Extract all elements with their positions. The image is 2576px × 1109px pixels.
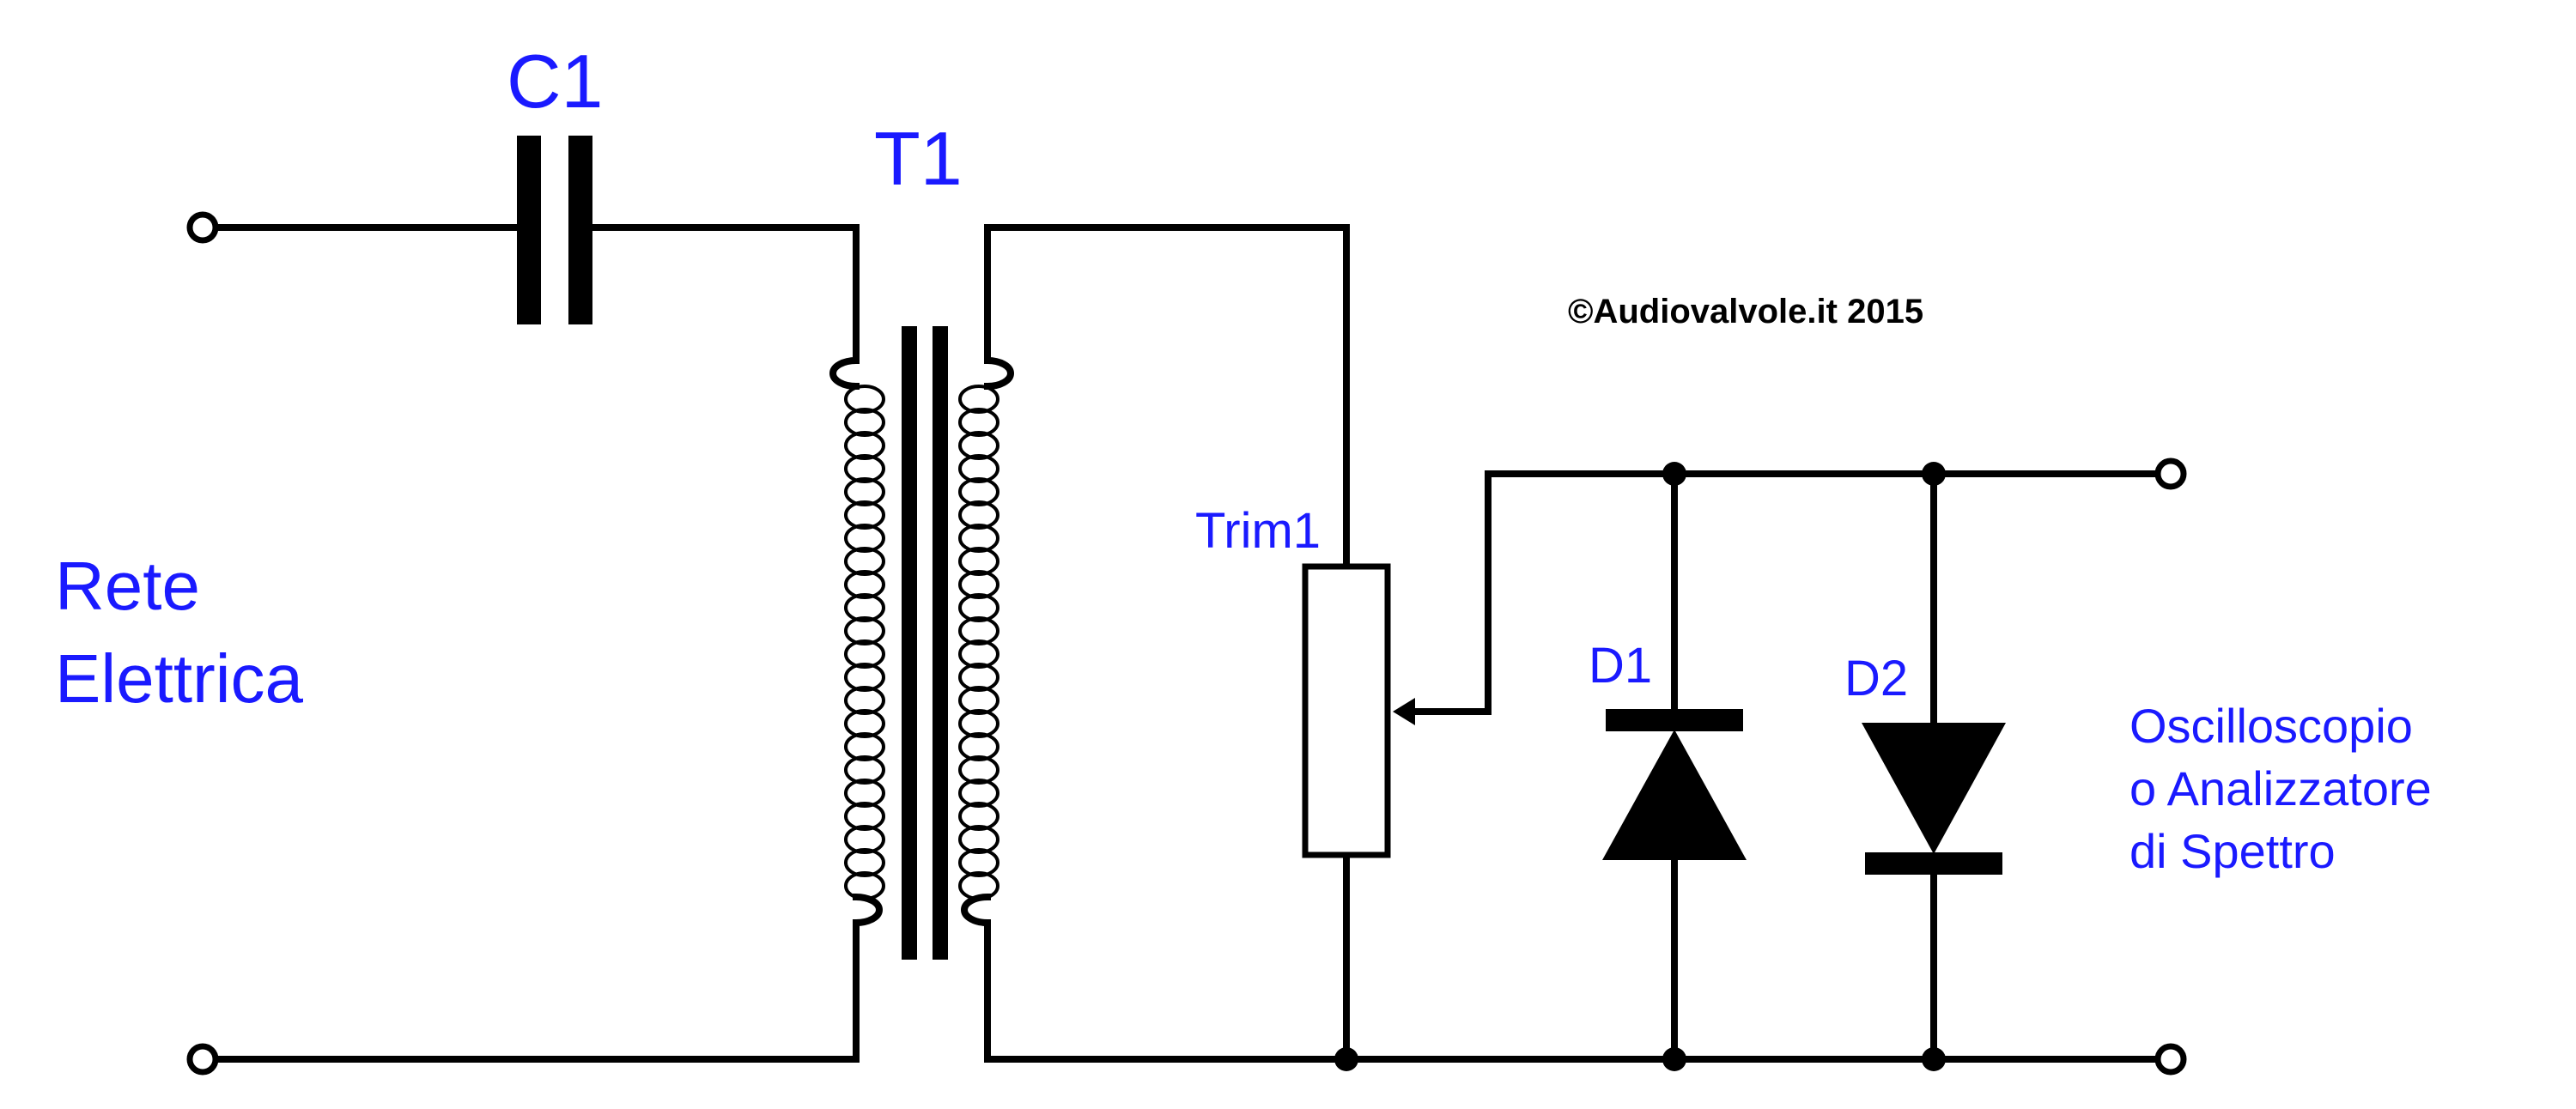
primary-coil-loop xyxy=(844,408,885,437)
transformer-t1 xyxy=(829,326,1014,960)
output-label-line3: di Spettro xyxy=(2129,824,2336,878)
primary-coil-loop xyxy=(844,385,885,414)
wire-secondary-bottom xyxy=(984,919,2174,1063)
secondary-coil-loop xyxy=(958,825,999,854)
secondary-coil-loop xyxy=(958,385,999,414)
primary-coil-loop xyxy=(844,686,885,715)
secondary-coil-loop xyxy=(958,593,999,622)
primary-coil-loop xyxy=(844,431,885,460)
trimmer-body xyxy=(1302,563,1391,858)
diode-d2-bar xyxy=(1865,852,2002,875)
diode1-label: D1 xyxy=(1589,638,1652,694)
output-label-line1: Oscilloscopio xyxy=(2129,699,2413,753)
transformer-label: T1 xyxy=(874,116,963,201)
secondary-coil-loop xyxy=(958,477,999,506)
primary-coil-loop xyxy=(844,524,885,553)
secondary-coil-loop xyxy=(958,408,999,437)
wire-wiper xyxy=(1429,470,2174,715)
primary-coil-loop xyxy=(844,570,885,599)
capacitor-plate-left xyxy=(517,136,541,324)
copyright-label: ©Audiovalvole.it 2015 xyxy=(1568,293,1923,330)
trimmer-label: Trim1 xyxy=(1195,503,1321,559)
input-terminal-bottom xyxy=(186,1043,219,1076)
diode-d1-bar xyxy=(1606,709,1743,731)
primary-coil-loop xyxy=(844,779,885,808)
diode-d1-triangle xyxy=(1602,730,1747,860)
secondary-coil-loop xyxy=(958,663,999,692)
diode2-label: D2 xyxy=(1844,651,1908,706)
secondary-coil-loop xyxy=(958,570,999,599)
labels: C1 T1 Rete Elettrica Trim1 D1 D2 Oscillo… xyxy=(55,39,2432,878)
diode-d2-triangle xyxy=(1862,723,2006,854)
primary-coil-loop xyxy=(844,871,885,900)
primary-coil-loop xyxy=(844,547,885,576)
secondary-winding xyxy=(958,356,1014,927)
secondary-coil-loop xyxy=(958,779,999,808)
secondary-coil-loop xyxy=(958,871,999,900)
primary-winding xyxy=(829,356,885,927)
input-terminal-top xyxy=(186,211,219,244)
output-terminal-bottom xyxy=(2154,1043,2187,1076)
primary-coil-loop xyxy=(844,454,885,483)
primary-coil-loop xyxy=(844,802,885,831)
junctions xyxy=(1334,462,1946,1071)
secondary-coil-loop xyxy=(958,639,999,669)
secondary-coil-loop xyxy=(958,500,999,530)
source-label-line2: Elettrica xyxy=(55,640,303,717)
primary-coil-loop xyxy=(844,848,885,877)
primary-coil-loop xyxy=(844,616,885,645)
diode-d2 xyxy=(1862,723,2006,875)
secondary-coil-loop xyxy=(958,547,999,576)
secondary-coil-loop xyxy=(958,848,999,877)
transformer-core-right xyxy=(933,326,948,960)
secondary-coil-loop xyxy=(958,709,999,738)
junction-dot xyxy=(1662,1047,1686,1071)
wire-input-bottom xyxy=(199,919,860,1063)
output-label-line2: o Analizzatore xyxy=(2129,761,2432,815)
secondary-coil-loop xyxy=(958,524,999,553)
wire-secondary-top xyxy=(984,224,1350,570)
primary-coil-loop xyxy=(844,825,885,854)
secondary-coil-loop xyxy=(958,616,999,645)
trimmer-trim1 xyxy=(1302,563,1437,858)
wiring xyxy=(199,224,2174,1063)
primary-coil-loop xyxy=(844,639,885,669)
junction-dot xyxy=(1922,1047,1946,1071)
primary-coil-loop xyxy=(844,593,885,622)
capacitor-plate-right xyxy=(568,136,592,324)
junction-dot xyxy=(1662,462,1686,486)
secondary-coil-loop xyxy=(958,732,999,761)
primary-coil-loop xyxy=(844,663,885,692)
wire-input-top-right xyxy=(589,224,860,364)
primary-coil-loop xyxy=(844,755,885,785)
output-terminal-top xyxy=(2154,458,2187,490)
secondary-coil-loop xyxy=(958,802,999,831)
secondary-coil-loop xyxy=(958,686,999,715)
primary-coil-loop xyxy=(844,709,885,738)
wiper-arrow-head xyxy=(1393,698,1415,725)
diode-d1 xyxy=(1602,709,1747,860)
capacitor-label: C1 xyxy=(507,39,604,124)
secondary-coil-loop xyxy=(958,454,999,483)
primary-coil-loop xyxy=(844,500,885,530)
secondary-coil-loop xyxy=(958,431,999,460)
junction-dot xyxy=(1334,1047,1358,1071)
source-label-line1: Rete xyxy=(55,548,200,624)
secondary-coil-loop xyxy=(958,755,999,785)
capacitor-c1 xyxy=(517,136,592,324)
terminals xyxy=(186,211,2187,1076)
transformer-core-left xyxy=(902,326,917,960)
primary-coil-loop xyxy=(844,477,885,506)
junction-dot xyxy=(1922,462,1946,486)
primary-coil-loop xyxy=(844,732,885,761)
